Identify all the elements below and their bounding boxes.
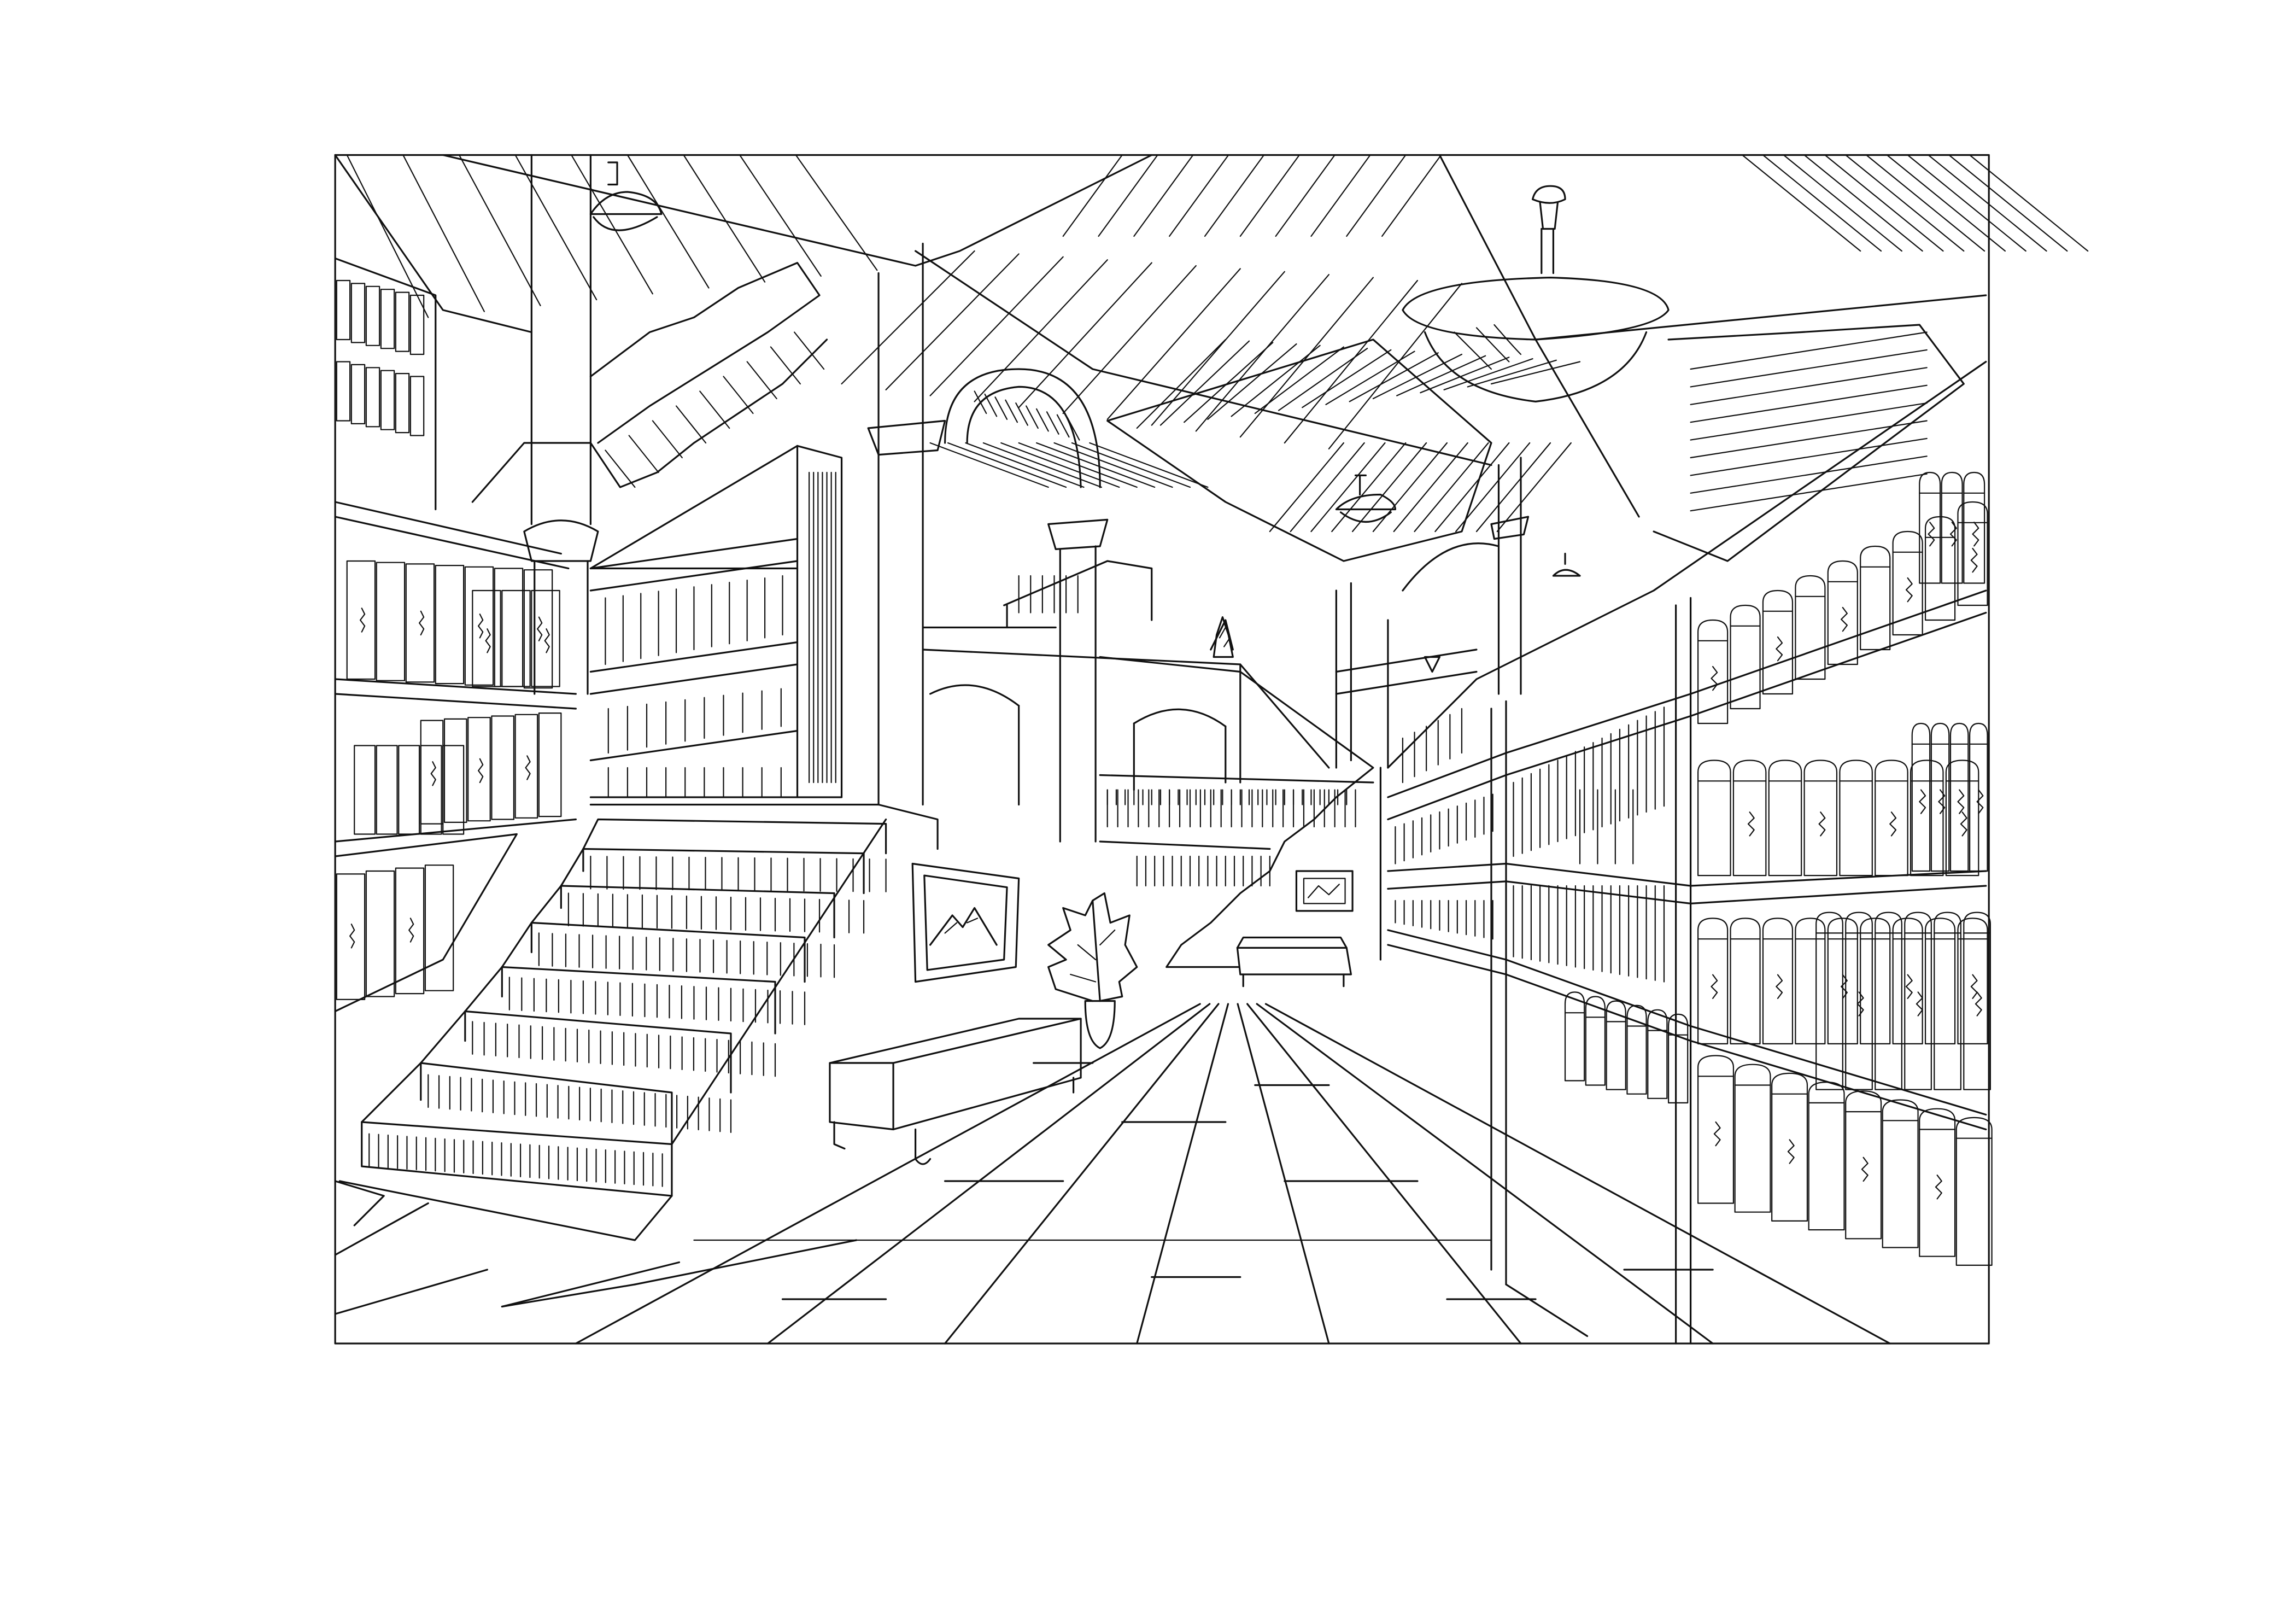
far-right-arcade (1336, 458, 1528, 768)
left-lower-books (354, 713, 561, 834)
framed-small-picture-icon (1296, 871, 1352, 911)
right-top-books (1698, 472, 1987, 723)
left-floor (335, 1181, 635, 1314)
right-middle-books (1580, 723, 1987, 875)
center-left-books (605, 472, 835, 797)
ceiling-hatching-far (930, 443, 1208, 487)
right-bottom-books (1565, 992, 1992, 1265)
upper-staircase (472, 263, 827, 502)
center-arches (868, 244, 1108, 842)
picture-frame (335, 155, 1989, 1344)
left-wall-bookshelf (335, 259, 576, 1012)
ceiling-hatching-right (842, 155, 1462, 449)
ceiling-lamp-icon-far (1425, 554, 1580, 672)
right-far-books (1395, 707, 1664, 982)
back-right-staircase (1100, 672, 1373, 967)
far-gallery (923, 561, 1355, 886)
left-bottom-books (337, 865, 453, 1000)
framed-mountain-picture-icon (912, 864, 1018, 982)
center-left-shelves (590, 539, 797, 761)
right-lower-books (1698, 913, 1990, 1090)
right-wall-bookshelf (1380, 362, 1992, 1344)
far-bench-icon (1237, 938, 1351, 986)
center-left-bookcase (590, 446, 841, 797)
potted-plant-icon (1049, 893, 1137, 1049)
left-column (524, 155, 598, 694)
ceiling-lamp-icon (1403, 186, 1668, 401)
bench-icon (830, 1019, 1081, 1164)
main-staircase (339, 805, 938, 1241)
ceiling-lamp-icon-left (590, 162, 661, 230)
left-middle-books (347, 561, 560, 688)
left-upper-books (337, 281, 424, 436)
ceiling-lamp-icon-center (1336, 475, 1395, 522)
ceiling-hatching-left (347, 155, 877, 318)
floor-planks (502, 1004, 1890, 1343)
ceiling-hatching-center (1137, 340, 1580, 531)
small-potted-plant-icon (1214, 617, 1233, 657)
ceiling-hatching-upper-right (1691, 155, 2088, 511)
ceiling (335, 155, 2088, 562)
